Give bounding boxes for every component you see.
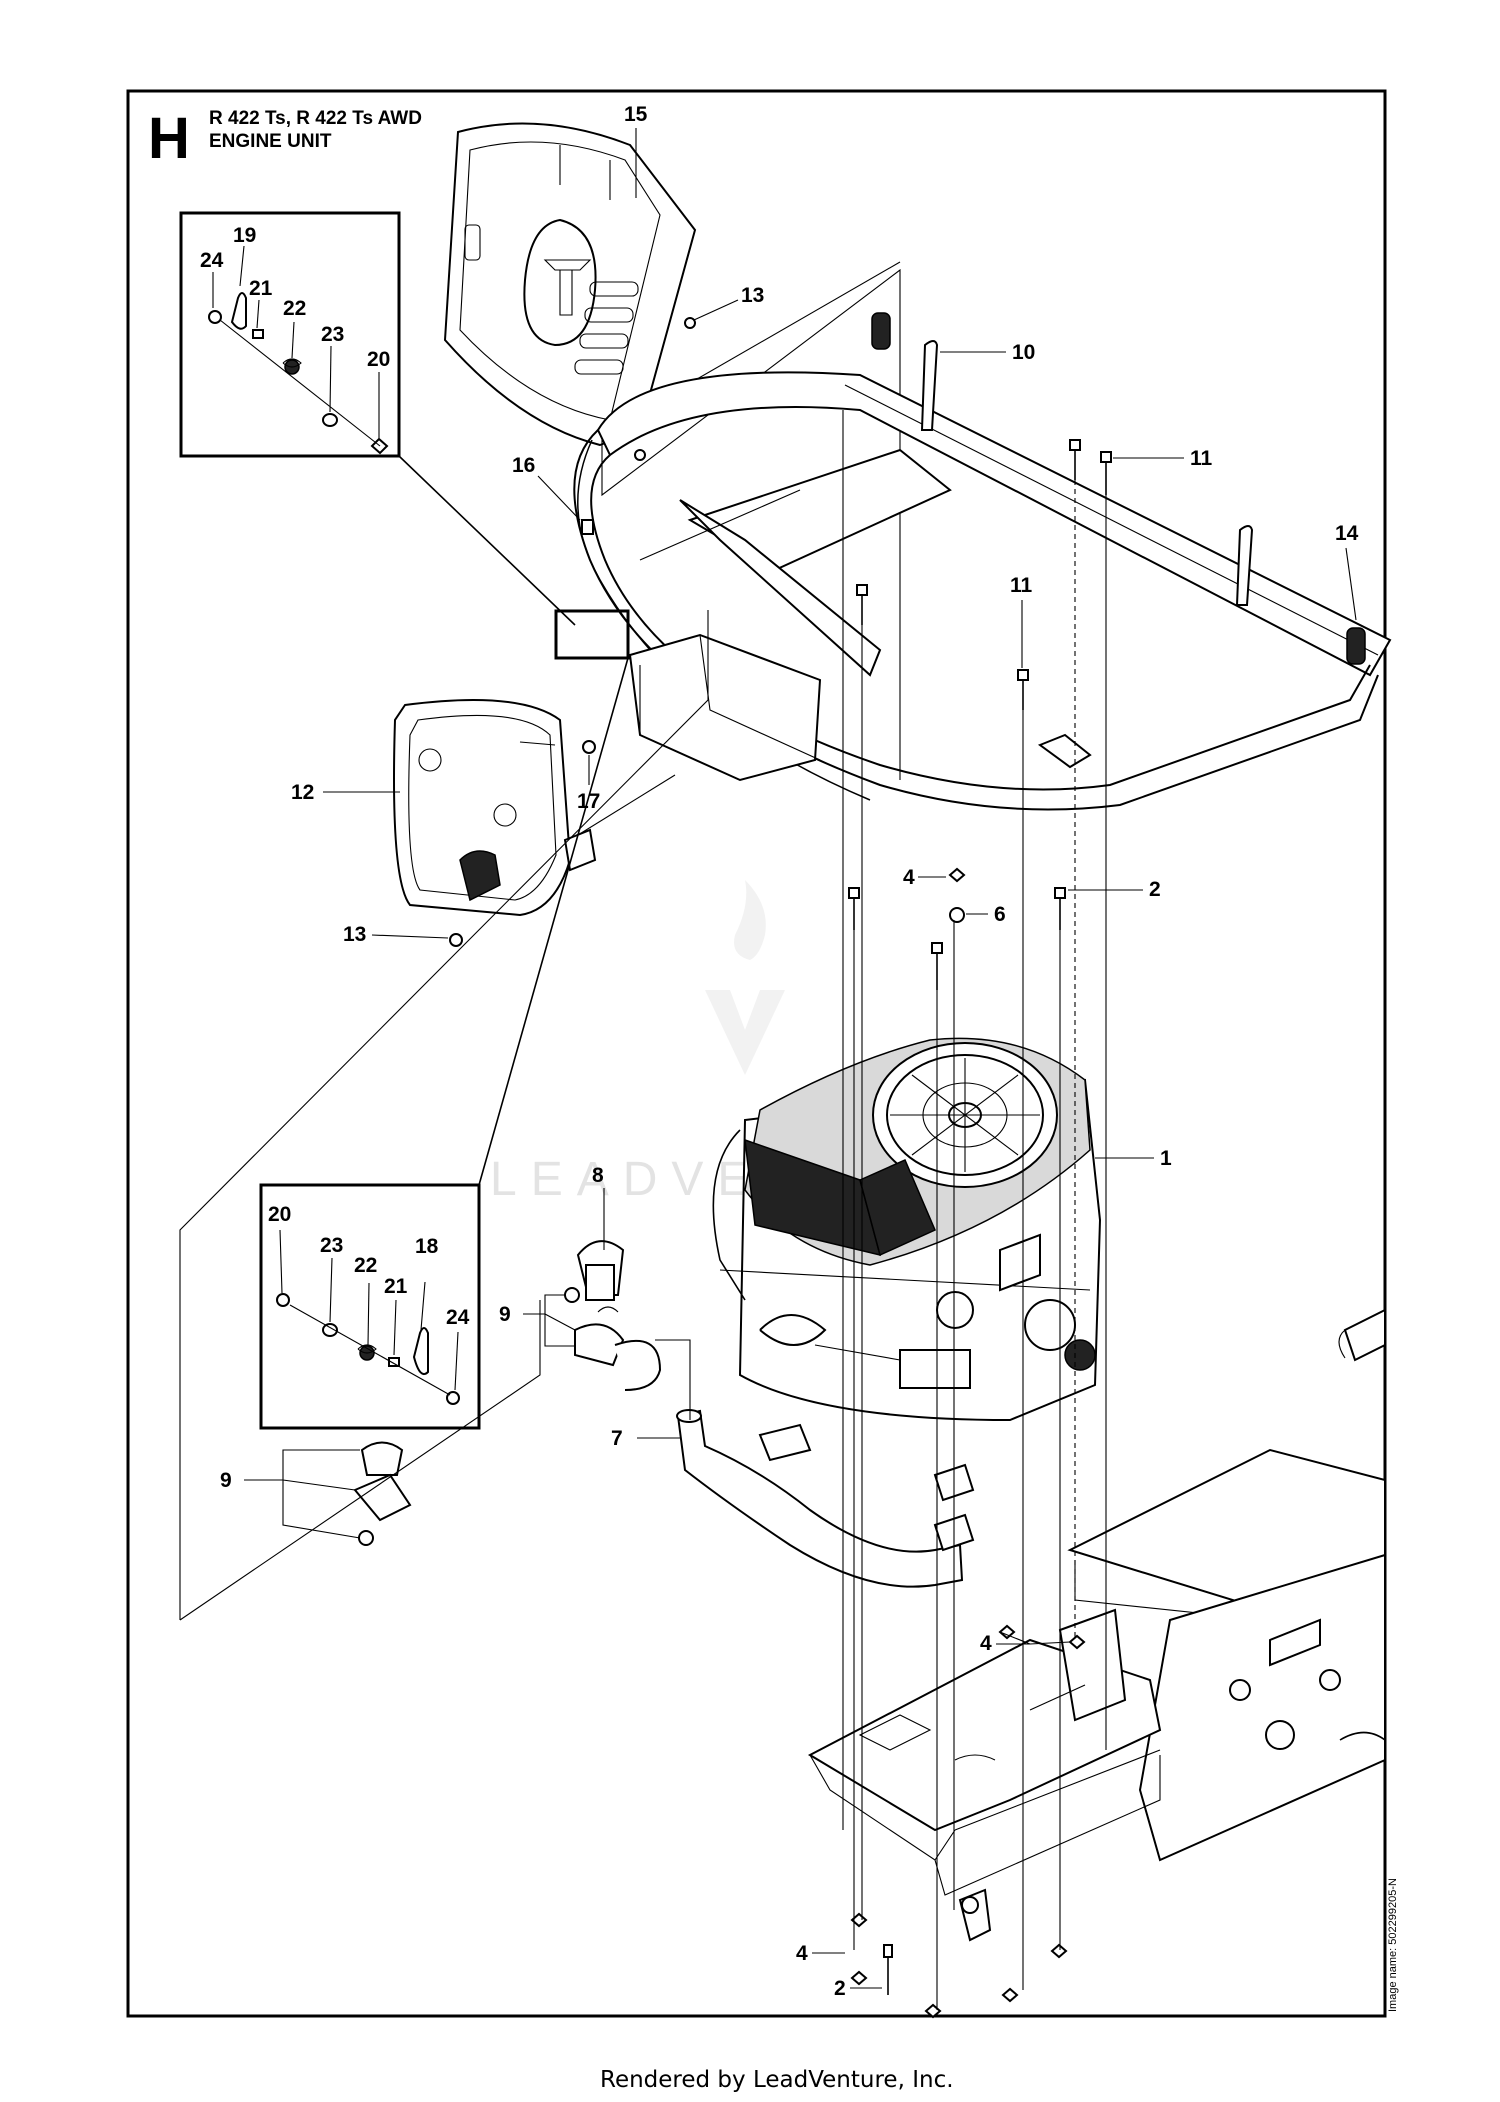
footer-rendered-by: Rendered by LeadVenture, Inc.: [600, 2067, 954, 2093]
inset-bottom-callout-21: 21: [384, 1275, 408, 1298]
assembly-lines: [842, 410, 1107, 2010]
callout-11-upper: 11: [1190, 447, 1213, 470]
callout-15: 15: [624, 103, 648, 126]
section-models: R 422 Ts, R 422 Ts AWD: [209, 108, 422, 129]
callout-9-upper: 9: [499, 1303, 511, 1326]
callout-2-upper: 2: [1149, 878, 1161, 901]
callout-16: 16: [512, 454, 535, 477]
watermark-logo: [705, 880, 785, 1075]
callout-2-lower: 2: [834, 1977, 846, 2000]
diagram-frame: [126, 89, 1387, 2018]
callout-6: 6: [994, 903, 1006, 926]
inset-bottom-callout-20: 20: [268, 1203, 291, 1226]
callout-7: 7: [611, 1427, 623, 1450]
clamp-lower: [353, 1441, 412, 1546]
section-letter: H: [148, 106, 190, 171]
callouts: 15 13 10 11 16 14 11 12 17 13 4 6 2 1 8 …: [220, 103, 1359, 2000]
callout-4-lower: 4: [796, 1942, 808, 1965]
callout-17: 17: [577, 790, 600, 813]
engine-frame: [573, 312, 1392, 811]
fasteners: [581, 439, 1112, 2019]
inset-bottom-detail: 20 23 22 21 18 24: [259, 1183, 481, 1430]
callout-14: 14: [1335, 522, 1359, 545]
clamp-upper: [564, 1287, 662, 1391]
inset-top-callout-19: 19: [233, 224, 256, 247]
inset-bottom-callout-22: 22: [354, 1254, 377, 1277]
callout-13-upper: 13: [741, 284, 764, 307]
inset-top-callout-20: 20: [367, 348, 390, 371]
inset-top-callout-23: 23: [321, 323, 344, 346]
inset-top-callout-21: 21: [249, 277, 273, 300]
callout-8: 8: [592, 1164, 604, 1187]
callout-12: 12: [291, 781, 314, 804]
muffler: [393, 699, 597, 917]
exhaust-elbow: [576, 1240, 625, 1313]
callout-11-lower: 11: [1010, 574, 1033, 597]
inset-bottom-callout-23: 23: [320, 1234, 343, 1257]
inset-top-callout-24: 24: [200, 249, 224, 272]
inset-top-callout-22: 22: [283, 297, 306, 320]
callout-13-lower: 13: [343, 923, 366, 946]
exhaust-pipe: [676, 1409, 975, 1588]
section-title: ENGINE UNIT: [209, 131, 332, 152]
callout-9-lower: 9: [220, 1469, 232, 1492]
engine: [712, 1037, 1102, 1422]
inset-bottom-callout-18: 18: [415, 1235, 439, 1258]
chassis: [1067, 1308, 1386, 1862]
inset-top-detail: 19 24 21 22 23 20: [179, 211, 401, 458]
inset-bottom-callout-24: 24: [446, 1306, 470, 1329]
callout-4-middle: 4: [980, 1632, 992, 1655]
image-code: Image name: 502299205-N: [1387, 1878, 1399, 2012]
engine-shroud: [443, 122, 697, 447]
callout-4-upper: 4: [903, 866, 915, 889]
callout-1: 1: [1160, 1147, 1172, 1170]
callout-10: 10: [1012, 341, 1035, 364]
